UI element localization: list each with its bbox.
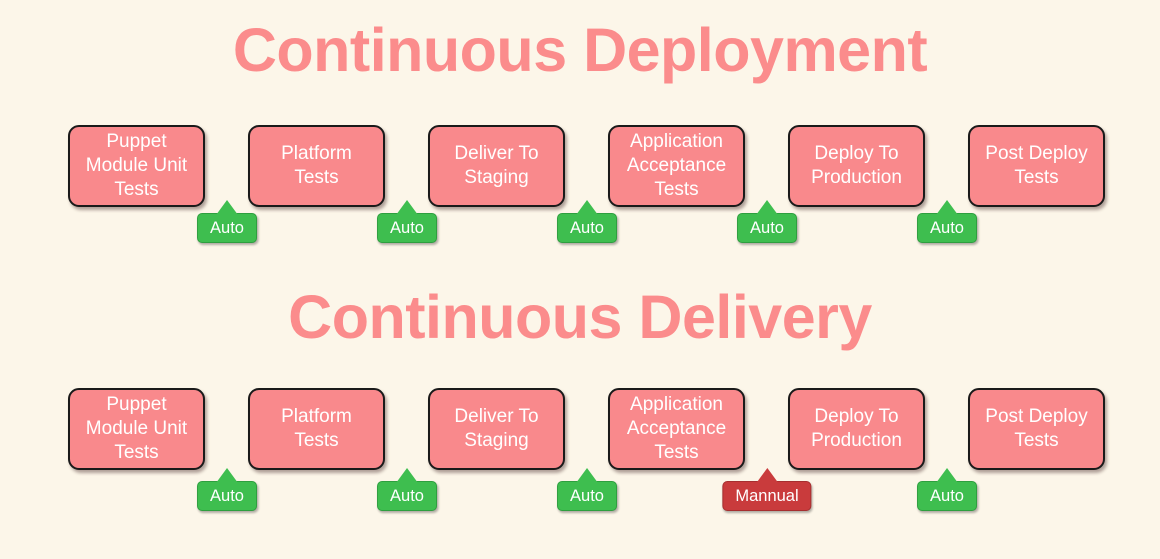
badge-label: Auto	[197, 481, 257, 511]
stage-box-puppet-module-unit-tests: Puppet Module Unit Tests	[68, 125, 205, 207]
stage-box-deploy-to-production: Deploy To Production	[788, 125, 925, 207]
transition-badge-auto-4: Auto	[737, 200, 797, 243]
badge-label: Auto	[557, 213, 617, 243]
transition-badge-auto-6: Auto	[197, 468, 257, 511]
badge-label: Auto	[197, 213, 257, 243]
badge-label: Auto	[377, 213, 437, 243]
badge-label: Auto	[737, 213, 797, 243]
transition-badge-auto-8: Auto	[557, 468, 617, 511]
transition-badge-manual: Mannual	[722, 468, 812, 511]
stage-box-application-acceptance-tests: Application Acceptance Tests	[608, 388, 745, 470]
stage-label: Deploy To Production	[811, 142, 902, 188]
badge-label: Mannual	[722, 481, 812, 511]
stage-label: Platform Tests	[281, 405, 352, 451]
stage-label: Puppet Module Unit Tests	[85, 393, 188, 464]
arrow-up-icon	[215, 200, 238, 215]
badge-label: Auto	[377, 481, 437, 511]
stage-row-delivery: Puppet Module Unit Tests Platform Tests …	[68, 388, 1105, 470]
transition-badge-auto-1: Auto	[197, 200, 257, 243]
transition-badge-auto-9: Auto	[917, 468, 977, 511]
stage-label: Post Deploy Tests	[985, 405, 1088, 451]
stage-box-post-deploy-tests: Post Deploy Tests	[968, 125, 1105, 207]
stage-box-deliver-to-staging: Deliver To Staging	[428, 125, 565, 207]
stage-row-deployment: Puppet Module Unit Tests Platform Tests …	[68, 125, 1105, 207]
stage-label: Deliver To Staging	[454, 405, 539, 451]
badge-label: Auto	[557, 481, 617, 511]
stage-box-post-deploy-tests: Post Deploy Tests	[968, 388, 1105, 470]
arrow-up-icon	[935, 468, 958, 483]
stage-box-deploy-to-production: Deploy To Production	[788, 388, 925, 470]
arrow-up-icon	[395, 468, 418, 483]
arrow-up-icon	[215, 468, 238, 483]
arrow-up-icon	[755, 200, 778, 215]
stage-box-platform-tests: Platform Tests	[248, 388, 385, 470]
badge-label: Auto	[917, 213, 977, 243]
stage-label: Application Acceptance Tests	[626, 130, 727, 201]
stage-box-puppet-module-unit-tests: Puppet Module Unit Tests	[68, 388, 205, 470]
arrow-up-icon	[395, 200, 418, 215]
stage-label: Deliver To Staging	[454, 142, 539, 188]
arrow-up-icon	[575, 200, 598, 215]
title-continuous-deployment: Continuous Deployment	[232, 16, 928, 84]
stage-label: Platform Tests	[281, 142, 352, 188]
arrow-up-icon	[575, 468, 598, 483]
stage-label: Deploy To Production	[811, 405, 902, 451]
stage-label: Post Deploy Tests	[985, 142, 1088, 188]
badge-label: Auto	[917, 481, 977, 511]
title-continuous-delivery: Continuous Delivery	[288, 283, 872, 351]
stage-box-deliver-to-staging: Deliver To Staging	[428, 388, 565, 470]
transition-badge-auto-2: Auto	[377, 200, 437, 243]
transition-badge-auto-3: Auto	[557, 200, 617, 243]
stage-box-platform-tests: Platform Tests	[248, 125, 385, 207]
transition-badge-auto-7: Auto	[377, 468, 437, 511]
stage-label: Application Acceptance Tests	[626, 393, 727, 464]
arrow-up-icon	[755, 468, 778, 483]
stage-label: Puppet Module Unit Tests	[85, 130, 188, 201]
arrow-up-icon	[935, 200, 958, 215]
transition-badge-auto-5: Auto	[917, 200, 977, 243]
stage-box-application-acceptance-tests: Application Acceptance Tests	[608, 125, 745, 207]
